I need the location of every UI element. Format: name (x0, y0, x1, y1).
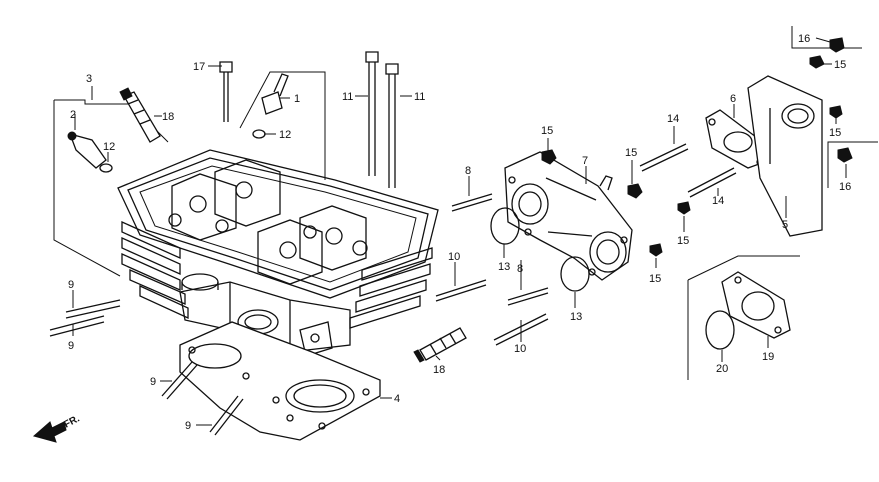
guide-2 (67, 131, 107, 169)
o-ring-13a (490, 207, 520, 245)
fitting-1 (261, 73, 289, 115)
callout-18b: 18 (433, 364, 445, 376)
callout-7: 7 (582, 155, 588, 167)
front-arrow-icon (32, 421, 67, 443)
callout-19: 19 (762, 351, 774, 363)
callout-8b: 8 (517, 263, 523, 275)
callout-15c: 15 (677, 235, 689, 247)
plate-5 (747, 75, 823, 237)
callout-14a: 14 (667, 113, 679, 125)
o-ring-12a (99, 163, 113, 173)
studs-14 (639, 143, 737, 198)
callout-13a: 13 (498, 261, 510, 273)
cylinder-head (117, 149, 439, 357)
callout-18a: 18 (162, 111, 174, 123)
callout-15a: 15 (541, 125, 553, 137)
callout-15e: 15 (834, 59, 846, 71)
front-indicator-label: FR. (62, 413, 82, 430)
callout-14b: 14 (712, 195, 724, 207)
intake-manifold (504, 151, 633, 281)
insulator-6 (705, 109, 771, 169)
callout-10a: 10 (448, 251, 460, 263)
callout-9c: 9 (150, 376, 156, 388)
callout-5: 5 (782, 219, 788, 231)
o-ring-20 (705, 310, 735, 350)
frame-16-top (791, 26, 862, 49)
callout-6: 6 (730, 93, 736, 105)
callout-15d: 15 (649, 273, 661, 285)
callout-9a: 9 (68, 279, 74, 291)
callout-3: 3 (86, 73, 92, 85)
leader-lines (72, 37, 847, 426)
callout-16a: 16 (798, 33, 810, 45)
callout-4: 4 (394, 393, 400, 405)
callout-9d: 9 (185, 420, 191, 432)
o-ring-13b (560, 256, 590, 292)
callout-11a: 11 (342, 91, 353, 103)
reference-frame-12 (239, 71, 326, 180)
callout-12a: 12 (103, 141, 115, 153)
callout-15b: 15 (625, 147, 637, 159)
callout-9b: 9 (68, 340, 74, 352)
bolts-11 (365, 51, 399, 188)
frame-16-side (827, 141, 878, 188)
callout-17: 17 (193, 61, 205, 73)
stud-bolts-9 (49, 299, 244, 436)
callout-15f: 15 (829, 127, 841, 139)
callout-8a: 8 (465, 165, 471, 177)
o-ring-12b (252, 129, 266, 139)
studs-8-10 (435, 193, 549, 346)
callout-1: 1 (294, 93, 300, 105)
spark-plug-upper (119, 87, 161, 143)
callout-20: 20 (716, 363, 728, 375)
frame-19-20 (687, 255, 800, 380)
head-gasket (179, 321, 381, 441)
adapter-19 (721, 271, 791, 339)
bolt-17 (219, 61, 233, 122)
callout-12b: 12 (279, 129, 291, 141)
spark-plug-lower (413, 327, 467, 363)
callout-11b: 11 (414, 91, 425, 103)
callout-10b: 10 (514, 343, 526, 355)
callout-13b: 13 (570, 311, 582, 323)
callout-2: 2 (70, 109, 76, 121)
callout-16b: 16 (839, 181, 851, 193)
